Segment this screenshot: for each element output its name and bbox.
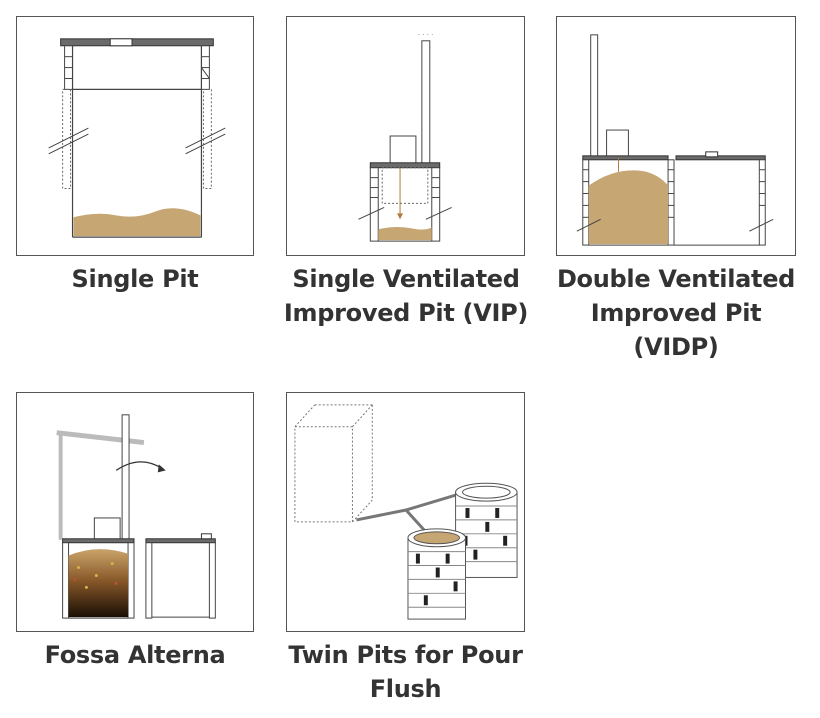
superstructure-shape — [606, 129, 629, 159]
drop-hole-shape — [109, 38, 133, 47]
sludge-fill — [73, 208, 201, 237]
break-mark-right — [425, 206, 452, 220]
pit1-wall-left — [582, 159, 590, 246]
break-mark-left — [48, 127, 89, 149]
twin-pits-illustration — [294, 404, 518, 620]
slab-shape — [60, 38, 214, 47]
double-vidp-illustration — [576, 34, 774, 246]
svg-text:· · · ·: · · · · — [418, 31, 433, 39]
pit2-wall-left — [145, 542, 153, 619]
vent-pipe-shape — [590, 34, 599, 159]
caption-fossa-alterna: Fossa Alterna — [44, 641, 226, 669]
junction-pipe — [356, 490, 466, 522]
break-mark-right — [749, 218, 774, 232]
sludge-fill — [413, 531, 461, 545]
pit1-wall-left — [62, 542, 70, 619]
diagram-fossa-alterna — [16, 392, 254, 632]
diagram-single-pit — [16, 16, 254, 256]
caption-single-pit: Single Pit — [71, 265, 199, 293]
caption-twin-pits: Twin Pits for Pour Flush — [288, 641, 523, 703]
slab-shape — [369, 162, 441, 169]
sludge-fill — [378, 226, 432, 241]
single-pit-illustration — [48, 38, 226, 238]
caption-double-vidp: Double Ventilated Improved Pit (VIDP) — [556, 265, 796, 361]
diagram-double-vidp — [556, 16, 796, 256]
pit-divider-wall — [667, 159, 675, 246]
break-mark-right — [185, 127, 226, 149]
superstructure-shape — [93, 517, 121, 541]
rotation-arrow — [115, 461, 163, 471]
vent-pipe-shape — [421, 40, 431, 165]
dotted-chamber — [381, 167, 429, 204]
dotted-lining-right — [202, 88, 212, 190]
single-vip-illustration: · · · · — [358, 31, 452, 242]
slab-right — [145, 538, 216, 544]
diagram-single-vip: · · · · — [286, 16, 525, 256]
brick-wall-left — [369, 167, 379, 242]
sludge-heap — [588, 170, 669, 245]
slab-right — [675, 155, 766, 161]
break-mark-left — [358, 206, 385, 220]
vent-pipe-shape — [121, 414, 130, 543]
twin-pit-front — [407, 528, 466, 620]
brick-wall-right — [431, 167, 441, 242]
break-mark-left — [576, 218, 601, 232]
pit2-wall-right — [758, 159, 766, 246]
fossa-alterna-illustration — [56, 414, 216, 619]
caption-single-vip: Single Ventilated Improved Pit (VIP) — [283, 265, 529, 327]
slab-left — [62, 538, 135, 544]
diagram-twin-pits — [286, 392, 525, 632]
roof-shape — [56, 430, 145, 446]
pit2-wall-right — [208, 542, 216, 619]
slab-left — [582, 155, 669, 161]
superstructure-shape — [389, 135, 417, 165]
dotted-superstructure — [294, 404, 373, 523]
compost-fill — [68, 549, 129, 618]
pit1-wall-right — [127, 542, 135, 619]
